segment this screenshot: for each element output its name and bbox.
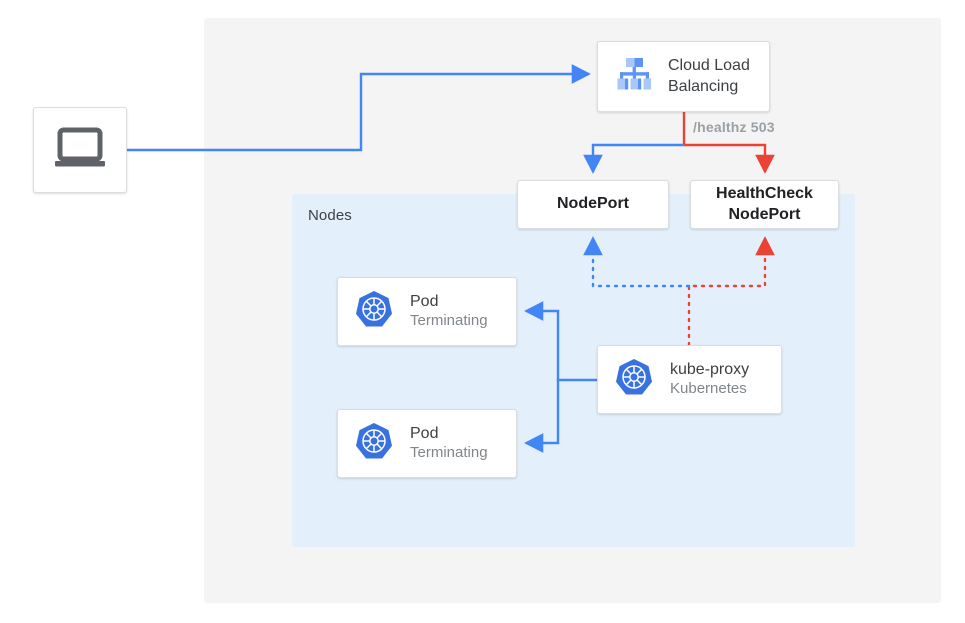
- cloud-load-balancing-icon: [612, 53, 654, 100]
- pod-name: Pod: [410, 293, 439, 311]
- cloud-load-balancing-card: Cloud Load Balancing: [597, 41, 770, 112]
- cloud-load-balancing-line2: Balancing: [668, 78, 739, 95]
- kubernetes-icon: [614, 357, 654, 402]
- nodes-panel-label: Nodes: [308, 207, 352, 224]
- kubernetes-icon: [354, 421, 394, 466]
- kube-proxy-name: kube-proxy: [670, 361, 750, 379]
- laptop-icon: [52, 126, 108, 175]
- pod-card: Pod Terminating: [337, 277, 517, 346]
- healthz-status-label: /healthz 503: [693, 119, 775, 135]
- pod-status: Terminating: [410, 444, 488, 462]
- kube-proxy-subtitle: Kubernetes: [670, 380, 747, 398]
- nodeport-label: NodePort: [557, 195, 629, 213]
- client-laptop-card: [33, 107, 127, 193]
- healthcheck-nodeport-card: HealthCheck NodePort: [690, 180, 839, 229]
- pod-status: Terminating: [410, 312, 488, 330]
- healthcheck-nodeport-line2: NodePort: [728, 205, 801, 223]
- kubernetes-icon: [354, 289, 394, 334]
- pod-card: Pod Terminating: [337, 409, 517, 478]
- nodeport-card: NodePort: [517, 180, 669, 229]
- pod-name: Pod: [410, 425, 439, 443]
- kube-proxy-card: kube-proxy Kubernetes: [597, 345, 782, 414]
- cloud-load-balancing-line1: Cloud Load: [668, 57, 750, 74]
- healthcheck-nodeport-line1: HealthCheck: [716, 184, 813, 202]
